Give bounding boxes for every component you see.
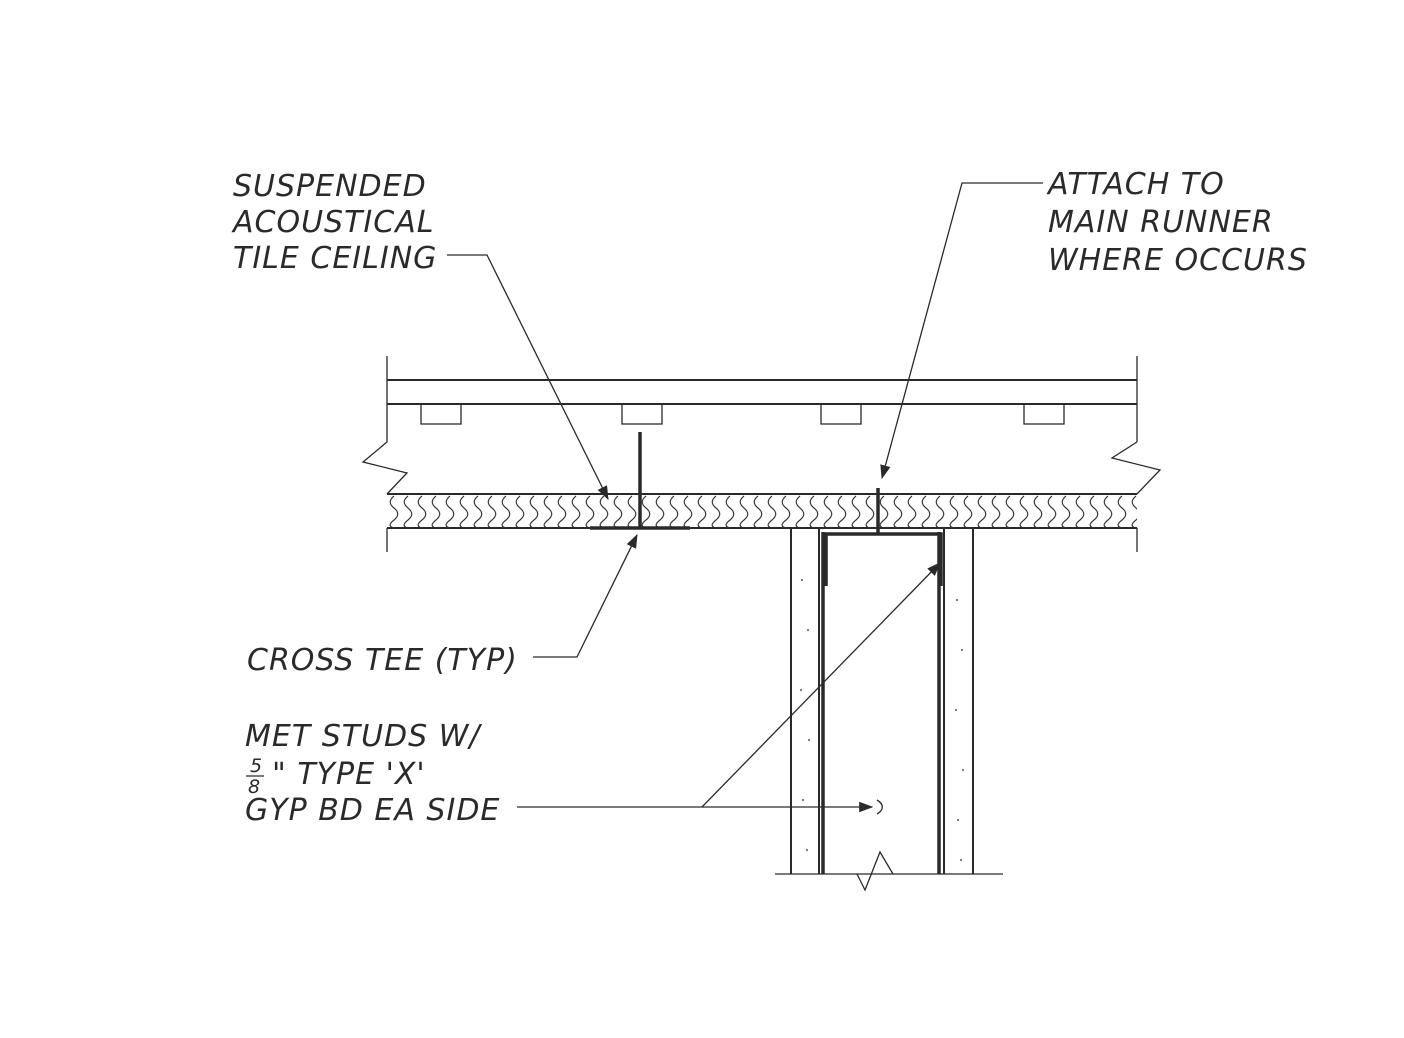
note-attach-line3: WHERE OCCURS (1048, 243, 1308, 278)
note-cross-tee: CROSS TEE (TYP) (247, 643, 518, 678)
acoustical-tile-ceiling (387, 493, 1137, 529)
tile-insulation-pattern (387, 494, 1137, 528)
joist-1 (420, 403, 462, 425)
left-break-symbol (361, 441, 409, 495)
note-attach-main-runner: ATTACH TO MAIN RUNNER WHERE OCCURS (1046, 167, 1308, 278)
note-studs-fraction-denominator: 8 (248, 776, 261, 798)
joist-3 (820, 403, 862, 425)
note-ceiling-line1: SUSPENDED (233, 169, 427, 204)
note-studs-line1: MET STUDS W/ (245, 719, 482, 754)
leader-studs-tail (876, 799, 883, 815)
joist-2 (621, 403, 663, 425)
note-attach-line1: ATTACH TO (1046, 167, 1225, 202)
gyp-stipple (800, 579, 964, 861)
top-track-channel (824, 532, 943, 586)
note-ceiling-line3: TILE CEILING (233, 241, 437, 276)
note-suspended-ceiling: SUSPENDED ACOUSTICAL TILE CEILING (231, 169, 437, 276)
note-attach-line2: MAIN RUNNER (1048, 205, 1274, 240)
note-studs-line3: GYP BD EA SIDE (245, 793, 500, 828)
joist-4 (1023, 403, 1065, 425)
note-metal-studs: MET STUDS W/ 5 8 " TYPE 'X' GYP BD EA SI… (245, 719, 500, 828)
leader-ceiling (447, 254, 609, 501)
note-studs-line2: " TYPE 'X' (272, 757, 426, 792)
wall-break-symbol (856, 850, 894, 892)
right-break-symbol (1110, 441, 1162, 495)
cross-tee (590, 432, 690, 530)
note-ceiling-line2: ACOUSTICAL (231, 205, 434, 240)
stud-wall (775, 528, 1003, 892)
structure-above (386, 356, 1138, 442)
leader-attach (880, 182, 1043, 480)
note-studs-fraction-numerator: 5 (250, 755, 263, 777)
leader-studs-diagonal (517, 562, 941, 808)
leader-cross-tee (533, 533, 638, 658)
